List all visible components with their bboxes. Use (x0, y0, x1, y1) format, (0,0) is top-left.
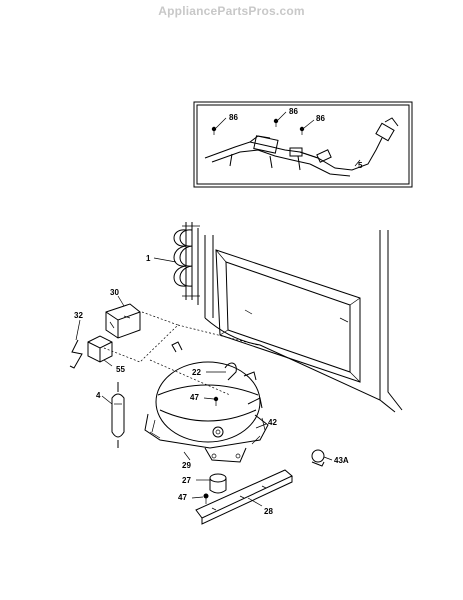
mounting-bracket (195, 469, 293, 525)
callout-86-middle: 86 (289, 107, 298, 116)
drier-part (111, 382, 125, 448)
callout-47-upper: 47 (190, 393, 199, 402)
cabinet-outline (204, 230, 403, 413)
callout-30: 30 (110, 288, 119, 297)
overload-part (87, 335, 113, 363)
callout-28: 28 (264, 507, 273, 516)
condenser-coil (173, 222, 200, 305)
grommet-part (209, 473, 227, 494)
compressor (144, 341, 269, 463)
callout-42: 42 (268, 418, 277, 427)
callout-43A: 43A (334, 456, 349, 465)
clip-part (69, 339, 83, 369)
screw-icon (211, 126, 217, 135)
wiring-inset (193, 101, 413, 188)
screw-icon (203, 493, 209, 504)
callout-1: 1 (146, 254, 151, 263)
screw-icon (213, 396, 219, 406)
clamp-part (311, 449, 325, 467)
callout-47-lower: 47 (178, 493, 187, 502)
watermark: AppliancePartsPros.com (158, 4, 305, 18)
callout-86-right: 86 (316, 114, 325, 123)
callout-5: 5 (358, 161, 363, 170)
callout-29: 29 (182, 461, 191, 470)
screw-icon (273, 118, 279, 127)
callout-4: 4 (96, 391, 101, 400)
relay-part (105, 303, 141, 339)
callout-27: 27 (182, 476, 191, 485)
callout-86-left: 86 (229, 113, 238, 122)
callout-55: 55 (116, 365, 125, 374)
callout-22: 22 (192, 368, 201, 377)
callout-32: 32 (74, 311, 83, 320)
screw-icon (299, 126, 305, 135)
